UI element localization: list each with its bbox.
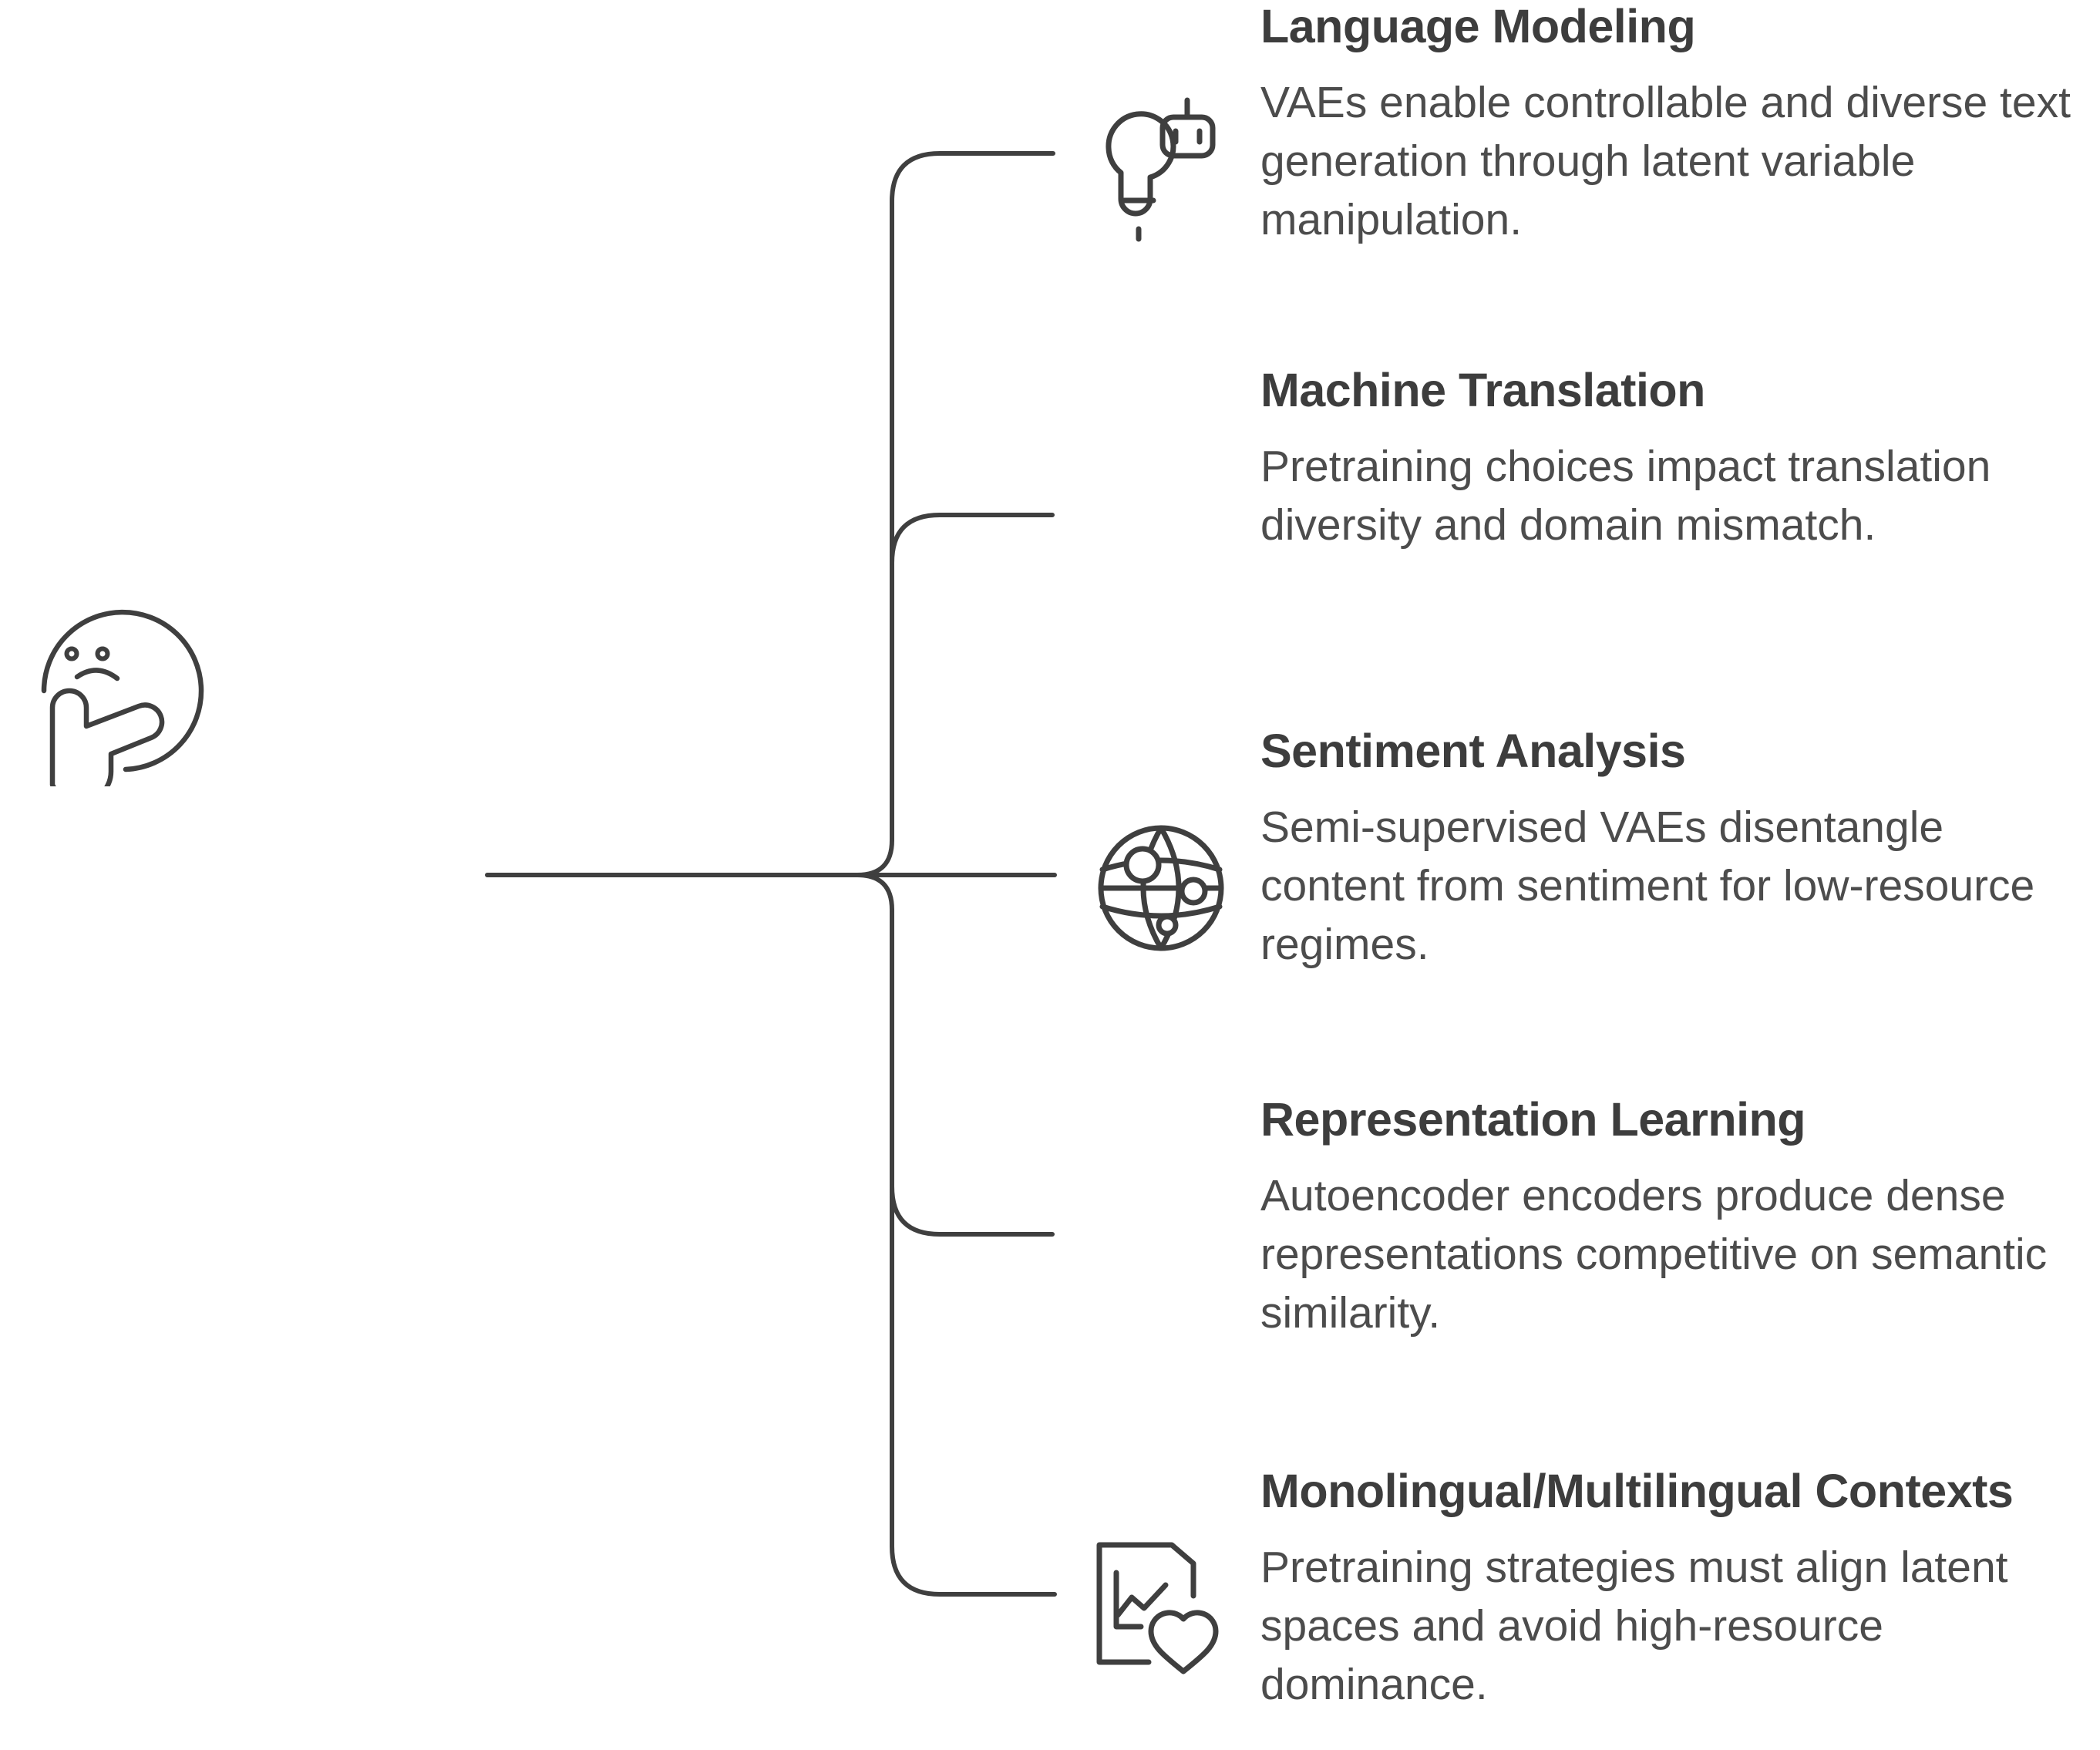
branch-body: Machine Translation Pretraining choices … [1260, 364, 2085, 555]
branch-body: Sentiment Analysis Semi-supervised VAEs … [1260, 725, 2085, 974]
branch-description: Pretraining choices impact translation d… [1260, 442, 1991, 550]
branch-description: VAEs enable controllable and diverse tex… [1260, 78, 2071, 244]
document-chart-heart-icon [1096, 1542, 1219, 1674]
branch-connector-0 [890, 151, 1055, 843]
branch-title: Machine Translation [1260, 364, 1705, 416]
branch-title: Sentiment Analysis [1260, 725, 1686, 777]
branch-connector-3 [890, 1184, 1055, 1237]
branch-description: Pretraining strategies must align latent… [1260, 1543, 2008, 1709]
lightbulb-robot-icon [1106, 97, 1216, 242]
branch-title: Language Modeling [1260, 0, 1696, 52]
thinking-face-icon [41, 609, 204, 786]
branch-body: Language Modeling VAEs enable controllab… [1260, 0, 2085, 250]
spine-junction-lower [855, 873, 894, 912]
spine-junction-upper [855, 838, 894, 877]
branch-title: Representation Learning [1260, 1093, 1806, 1146]
globe-network-icon [1098, 825, 1224, 951]
branch-description: Autoencoder encoders produce dense repre… [1260, 1171, 2048, 1338]
branch-title: Monolingual/Multilingual Contexts [1260, 1465, 2014, 1517]
branch-body: Representation Learning Autoencoder enco… [1260, 1093, 2085, 1343]
spine-lower [890, 907, 1057, 1597]
branch-description: Semi-supervised VAEs disentangle content… [1260, 803, 2035, 969]
branch-body: Monolingual/Multilingual Contexts Pretra… [1260, 1465, 2085, 1715]
branch-connector-1 [890, 513, 1055, 565]
